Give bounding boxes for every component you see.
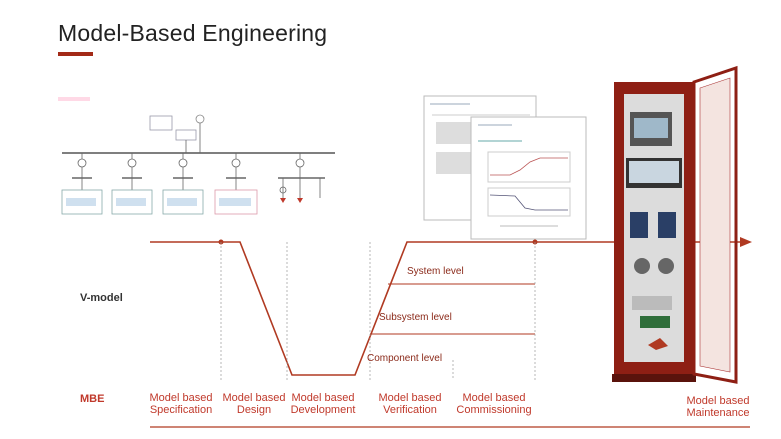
phase-specification-line1: Model based	[149, 392, 213, 404]
phase-verification-line1: Model based	[378, 392, 442, 404]
phase-specification: Model based Specification	[145, 392, 217, 416]
phase-commissioning-line2: Commissioning	[456, 404, 532, 416]
phase-design-line2: Design	[236, 404, 272, 416]
phase-development: Model based Development	[287, 392, 359, 416]
v-model-line	[150, 237, 752, 376]
phase-specification-line2: Specification	[149, 404, 213, 416]
page-title: Model-Based Engineering	[58, 20, 328, 46]
control-cabinet-image	[612, 65, 738, 384]
phase-maintenance-line1: Model based	[686, 395, 750, 407]
schematic-mark	[58, 97, 90, 101]
system-level-label: System level	[407, 266, 464, 277]
phase-development-line2: Development	[290, 404, 356, 416]
phase-design: Model based Design	[219, 392, 289, 416]
subsystem-level-label: Subsystem level	[379, 312, 452, 323]
component-level-label: Component level	[367, 353, 443, 364]
v-model-label: V-model	[80, 292, 123, 304]
phase-dividers	[220, 242, 536, 380]
phase-maintenance-line2: Maintenance	[686, 407, 750, 419]
mbe-label: MBE	[80, 393, 105, 405]
phase-commissioning-line1: Model based	[462, 392, 526, 404]
phase-design-line1: Model based	[222, 392, 286, 404]
phase-development-line1: Model based	[291, 392, 355, 404]
single-line-schematic	[61, 114, 335, 215]
phase-maintenance: Model based Maintenance	[680, 395, 756, 419]
phase-verification-line2: Verification	[383, 404, 437, 416]
phase-verification: Model based Verification	[372, 392, 448, 416]
report-documents	[423, 95, 587, 240]
title-underline	[58, 52, 93, 56]
phase-commissioning: Model based Commissioning	[453, 392, 535, 416]
